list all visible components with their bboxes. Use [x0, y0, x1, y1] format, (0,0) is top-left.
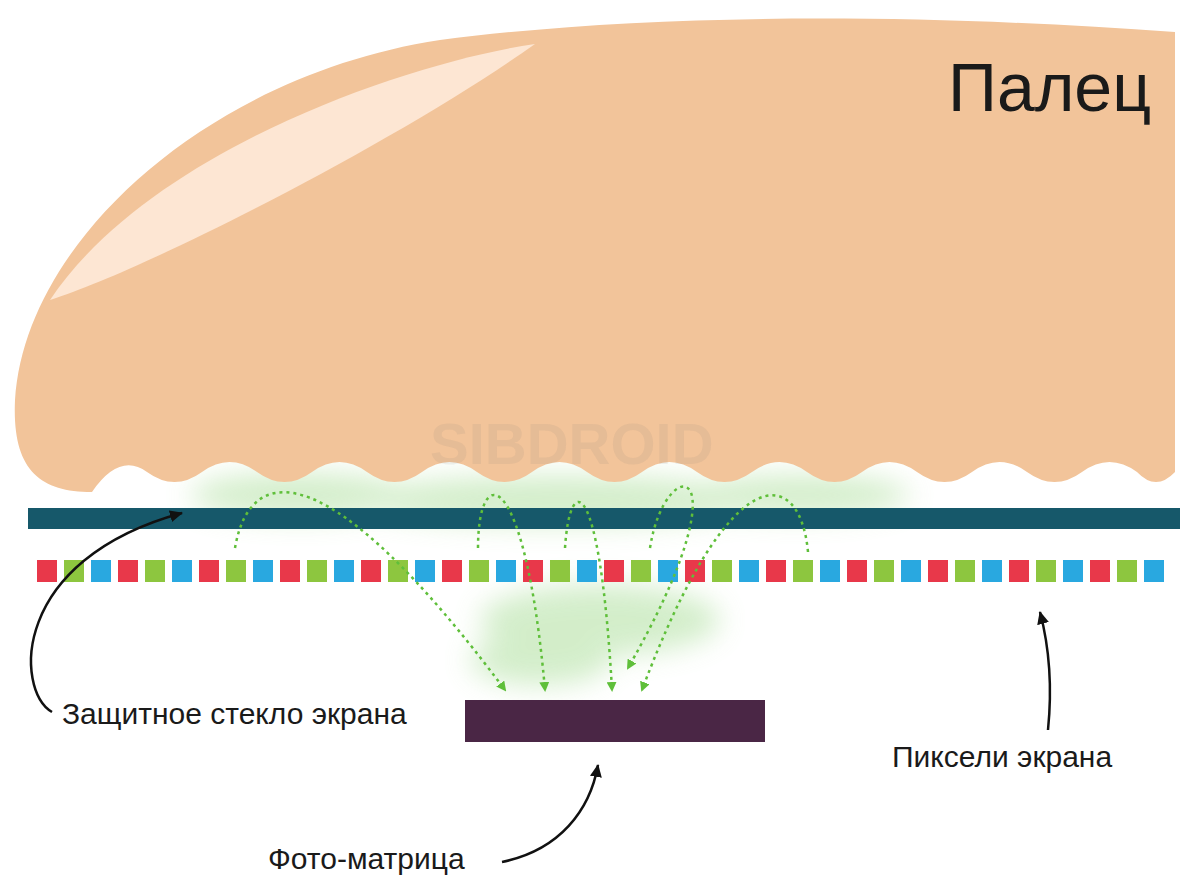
watermark: SIBDROID: [430, 412, 714, 476]
screen-pixels: [37, 560, 1168, 582]
matrix-label: Фото-матрица: [268, 842, 465, 875]
photo-matrix: [465, 700, 765, 742]
nail-highlight: [50, 44, 535, 300]
pixels-label: Пиксели экрана: [892, 740, 1112, 773]
screen-glass: [28, 508, 1180, 529]
finger-label: Палец: [948, 50, 1151, 125]
glass-label: Защитное стекло экрана: [62, 697, 407, 730]
finger-body: [15, 19, 1175, 492]
leader-lines: [31, 513, 1050, 862]
light-rays: [235, 487, 808, 690]
